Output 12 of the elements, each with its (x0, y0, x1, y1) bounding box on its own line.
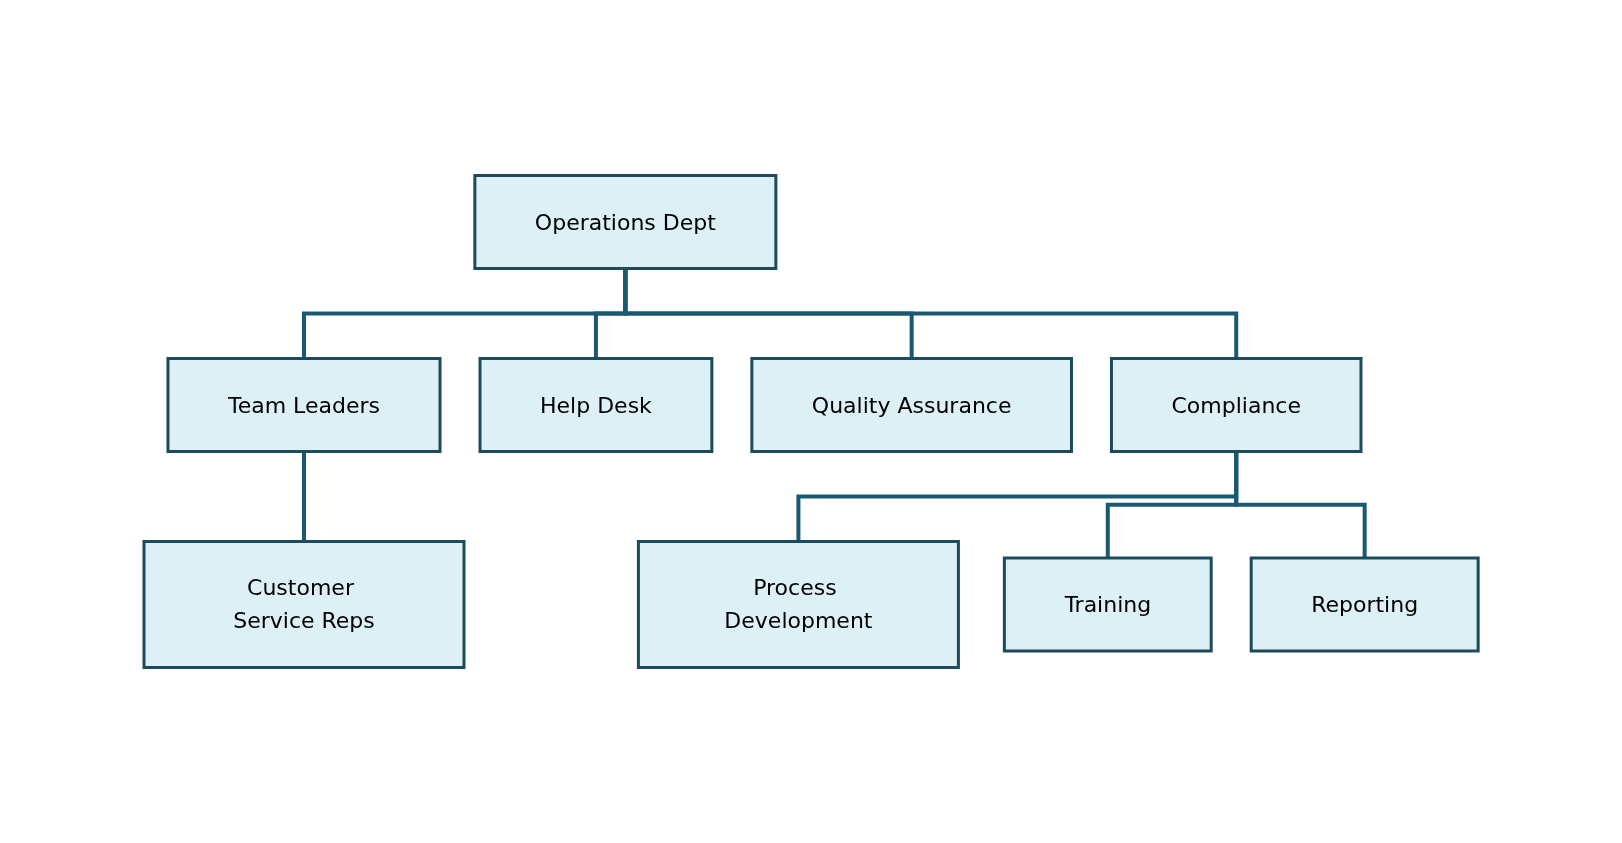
node-box: Process Development (636, 540, 960, 669)
node-box: Quality Assurance (750, 357, 1073, 453)
node-box: Training (1002, 556, 1213, 653)
node-box: Operations Dept (473, 174, 778, 270)
connector (623, 268, 1239, 359)
connector (1234, 451, 1367, 558)
connector (301, 451, 306, 542)
node-box: Customer Service Reps (142, 540, 466, 669)
node-box: Help Desk (478, 357, 714, 453)
node-box: Reporting (1249, 556, 1480, 653)
node-box: Team Leaders (166, 357, 442, 453)
node-box: Compliance (1109, 357, 1363, 453)
